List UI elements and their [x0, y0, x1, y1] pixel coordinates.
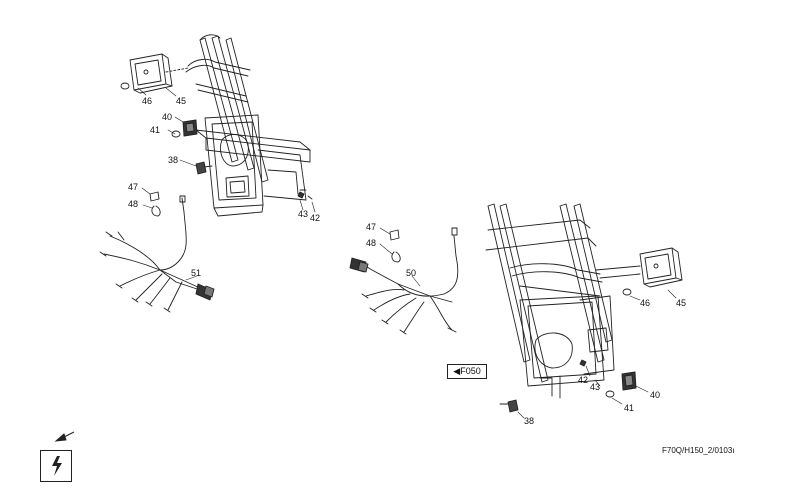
left-grommet — [151, 205, 161, 217]
callout-47-left: 47 — [128, 182, 138, 192]
right-lamp — [639, 247, 683, 288]
callout-48-right: 48 — [366, 238, 376, 248]
figure-reference-button[interactable]: ◀F050 — [447, 364, 487, 379]
drawing-id: F70Q/H150_2/0103ı — [662, 446, 735, 455]
callout-46-left: 46 — [142, 96, 152, 106]
right-grommet — [391, 251, 401, 263]
callout-40-left: 40 — [162, 112, 172, 122]
left-clip — [149, 191, 160, 202]
callout-41-left: 41 — [150, 125, 160, 135]
callout-50-right: 50 — [406, 268, 416, 278]
callout-51-left: 51 — [191, 268, 201, 278]
reference-arrow-icon: ◀ — [453, 366, 461, 376]
right-reflector — [605, 371, 637, 398]
right-harness — [349, 227, 459, 335]
callout-43-left: 43 — [298, 209, 308, 219]
left-reflector — [171, 119, 198, 138]
callout-42-left: 42 — [310, 213, 320, 223]
callout-38-right: 38 — [524, 416, 534, 426]
callout-38-left: 38 — [168, 155, 178, 165]
callout-47-right: 47 — [366, 222, 376, 232]
leader-lines — [137, 87, 677, 419]
callout-45-left: 45 — [176, 96, 186, 106]
direction-arrow-icon — [54, 431, 75, 442]
callouts-left: 46 45 40 41 38 43 42 47 48 51 — [128, 96, 320, 278]
callout-40-right: 40 — [650, 390, 660, 400]
callout-42-right: 42 — [578, 375, 588, 385]
left-washer — [120, 82, 130, 90]
right-screw — [579, 359, 587, 367]
callout-41-right: 41 — [624, 403, 634, 413]
left-harness — [99, 195, 215, 313]
callout-46-right: 46 — [640, 298, 650, 308]
right-frame — [485, 203, 641, 399]
left-lamp — [129, 53, 189, 94]
figure-reference-label: F050 — [460, 366, 481, 376]
callouts-right: 47 48 50 46 45 42 43 40 41 38 — [366, 222, 686, 426]
left-frame — [185, 34, 311, 217]
callout-45-right: 45 — [676, 298, 686, 308]
callout-48-left: 48 — [128, 199, 138, 209]
right-washer — [622, 288, 632, 296]
left-screw — [297, 191, 313, 200]
right-bolt — [499, 399, 519, 413]
callout-43-right: 43 — [590, 382, 600, 392]
right-clip — [389, 229, 400, 241]
left-bolt — [195, 161, 213, 175]
electrical-symbol-icon — [52, 456, 62, 476]
